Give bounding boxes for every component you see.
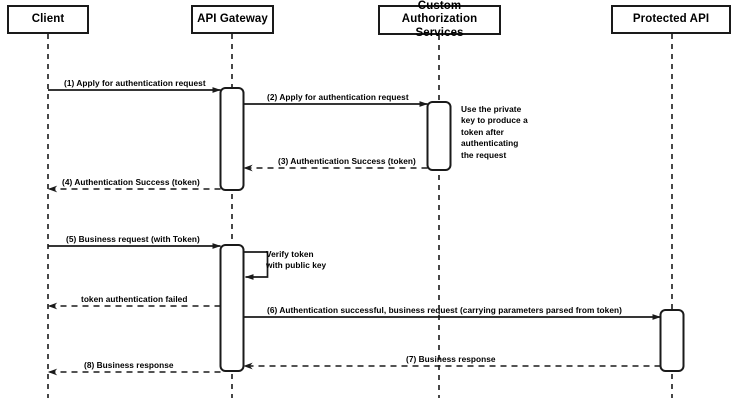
note-line: Use the private	[461, 104, 522, 114]
message-label-msg-8: (8) Business response	[84, 360, 174, 370]
note-line: authenticating	[461, 138, 519, 149]
participant-box-client: Client	[7, 5, 89, 34]
message-label-msg-4: (4) Authentication Success (token)	[62, 177, 200, 187]
note-line: key to produce a	[461, 115, 528, 126]
message-label-msg-6: (6) Authentication successful, business …	[267, 305, 622, 315]
message-arrow-msg-self-verify	[243, 251, 269, 280]
activation-bar-gateway-business-activation	[219, 244, 245, 372]
participant-label: Protected API	[632, 12, 710, 25]
participant-label: Client	[31, 12, 65, 25]
message-label-msg-3: (3) Authentication Success (token)	[278, 156, 416, 166]
participant-label: API Gateway	[197, 12, 268, 25]
message-label-msg-2: (2) Apply for authentication request	[267, 92, 409, 102]
participant-box-api-gateway: API Gateway	[191, 5, 274, 34]
message-arrow-group	[47, 87, 661, 376]
participant-label: Custom Authorization Services	[401, 0, 478, 39]
activation-bar-auth-service-activation	[426, 101, 452, 171]
message-label-msg-token-failed: token authentication failed	[81, 294, 188, 304]
activation-bar-gateway-auth-activation	[219, 87, 245, 191]
message-label-msg-7: (7) Business response	[406, 354, 496, 364]
activation-bar-group	[219, 87, 685, 372]
message-label-line: Verify token	[266, 249, 314, 259]
message-label-line: with public key	[266, 260, 327, 271]
message-label-msg-5: (5) Business request (with Token)	[66, 234, 200, 244]
message-label-msg-1: (1) Apply for authentication request	[64, 78, 206, 88]
note-line: token after	[461, 126, 504, 137]
note-line: the request	[461, 149, 507, 160]
lifeline-group	[47, 34, 673, 398]
participant-box-custom-authorization-services: Custom Authorization Services	[378, 0, 501, 39]
participant-box-protected-api: Protected API	[611, 5, 731, 34]
activation-bar-protected-api-activation	[659, 309, 685, 372]
